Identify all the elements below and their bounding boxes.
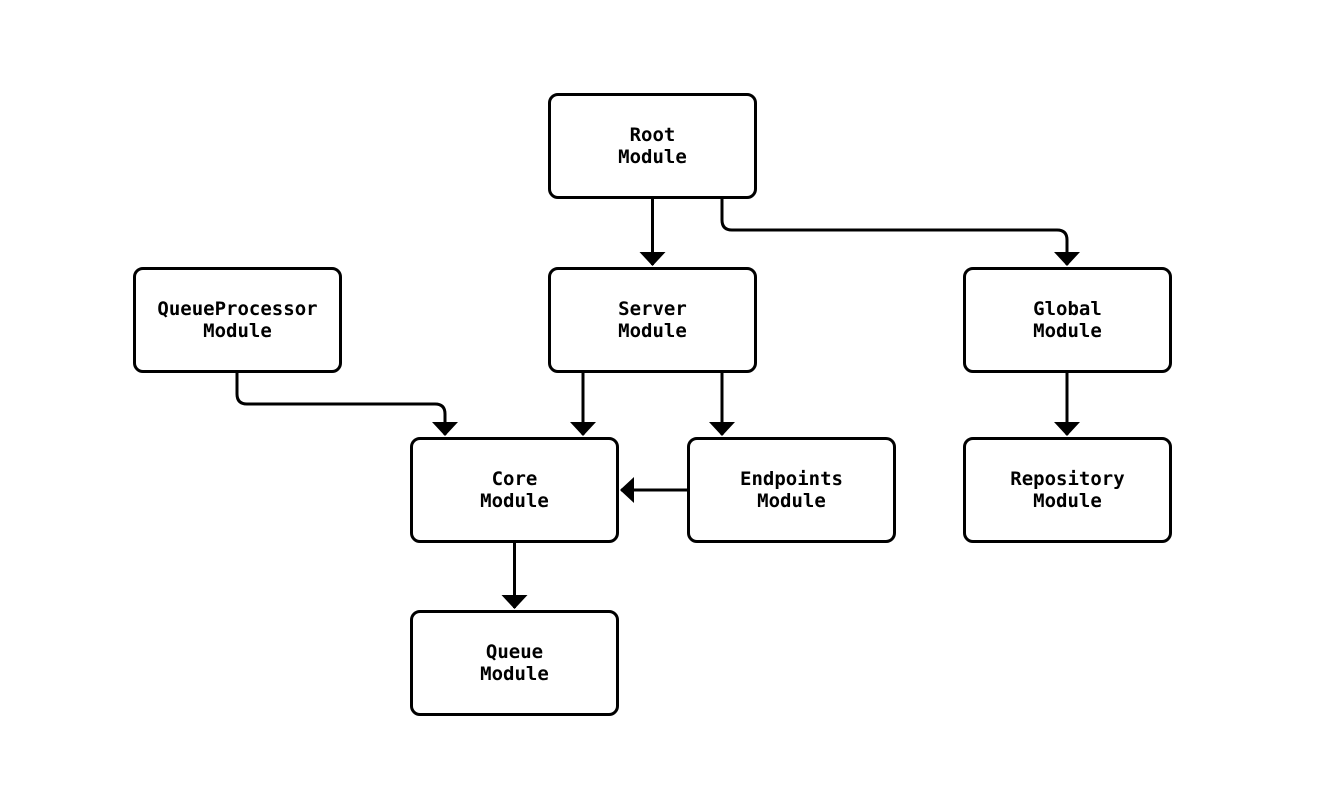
- edge-root-module-to-global-module: [720, 199, 1080, 266]
- node-label-line: Module: [480, 663, 549, 685]
- node-label-line: Endpoints: [740, 468, 843, 490]
- node-label-line: Server: [618, 298, 687, 320]
- node-label-line: Module: [618, 146, 687, 168]
- node-label-line: Core: [491, 468, 538, 490]
- node-label-line: Module: [618, 320, 687, 342]
- node-label-line: Global: [1033, 298, 1102, 320]
- node-label-line: Module: [1033, 490, 1102, 512]
- node-label-line: Root: [629, 124, 676, 146]
- node-label-line: Module: [203, 320, 272, 342]
- node-label-line: Module: [480, 490, 549, 512]
- node-label-line: Queue: [485, 641, 544, 663]
- node-label-line: QueueProcessor: [157, 298, 318, 320]
- edge-queueprocessor-module-to-core-module: [235, 373, 458, 436]
- node-label-line: Module: [1033, 320, 1102, 342]
- node-label-line: Repository: [1010, 468, 1125, 490]
- node-label-line: Module: [757, 490, 826, 512]
- edge-group: [235, 199, 1080, 609]
